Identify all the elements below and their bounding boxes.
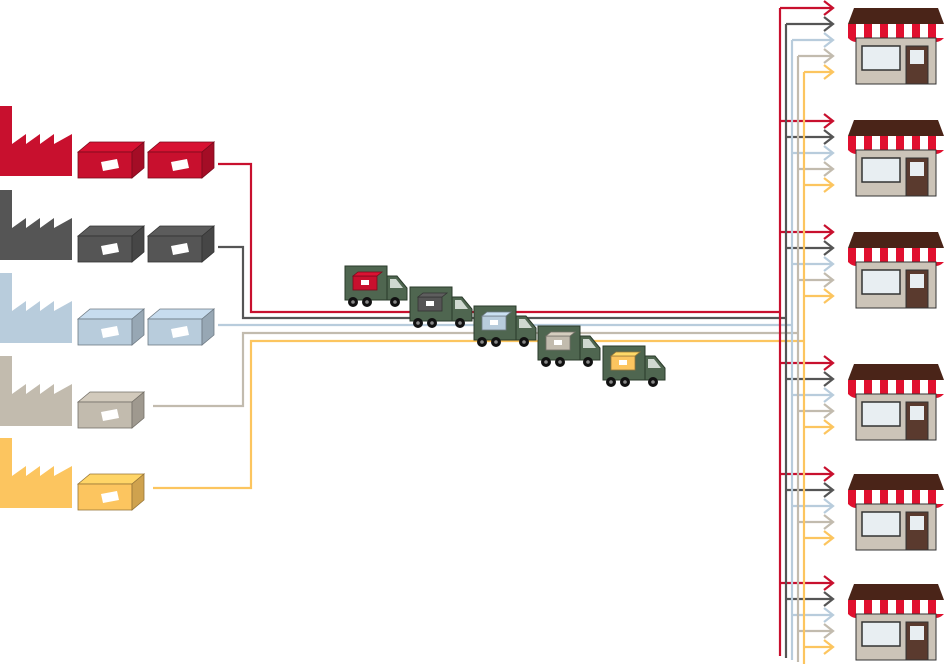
store-icon — [848, 474, 944, 551]
factory-icon — [0, 106, 72, 176]
factory-row — [0, 273, 216, 346]
arrow-icon — [823, 145, 835, 161]
factory-icon — [0, 190, 72, 260]
truck-icon — [537, 325, 601, 367]
factories — [0, 106, 216, 511]
arrow-icon — [823, 387, 835, 403]
truck-icon — [473, 305, 537, 347]
stores — [848, 8, 944, 661]
factory-icon — [0, 438, 72, 508]
flow-line — [218, 162, 780, 314]
arrow-icon — [823, 161, 835, 177]
truck-icon — [409, 286, 473, 328]
box-icon — [76, 308, 146, 346]
arrow-icon — [823, 514, 835, 530]
factory-row — [0, 106, 216, 179]
store-icon — [848, 120, 944, 197]
arrow-icon — [823, 403, 835, 419]
store-icon — [848, 8, 944, 85]
truck-icon — [344, 265, 408, 307]
arrow-icon — [823, 591, 835, 607]
arrow-icon — [823, 240, 835, 256]
box-icon — [146, 225, 216, 263]
arrow-icon — [823, 530, 835, 546]
arrow-icon — [823, 466, 835, 482]
factory-row — [0, 356, 146, 429]
arrow-icon — [823, 288, 835, 304]
factory-icon — [0, 273, 72, 343]
arrow-icon — [823, 224, 835, 240]
box-icon — [76, 225, 146, 263]
arrow-icon — [823, 575, 835, 591]
truck-icon — [602, 345, 666, 387]
arrow-icon — [823, 639, 835, 655]
store-icon — [848, 584, 944, 661]
arrow-icon — [823, 419, 835, 435]
arrow-icon — [823, 48, 835, 64]
factory-row — [0, 438, 146, 511]
arrow-icon — [823, 177, 835, 193]
arrow-icon — [823, 16, 835, 32]
arrow-icon — [823, 256, 835, 272]
arrow-icon — [823, 482, 835, 498]
box-icon — [76, 391, 146, 429]
factory-icon — [0, 356, 72, 426]
arrow-icon — [823, 129, 835, 145]
store-icon — [848, 364, 944, 441]
arrow-icon — [823, 64, 835, 80]
arrow-icon — [823, 32, 835, 48]
arrow-icon — [823, 371, 835, 387]
box-icon — [76, 473, 146, 511]
trucks — [344, 265, 666, 387]
store-icon — [848, 232, 944, 309]
flow-lines — [153, 0, 835, 664]
arrow-icon — [823, 113, 835, 129]
box-icon — [76, 141, 146, 179]
arrow-icon — [823, 355, 835, 371]
box-icon — [146, 308, 216, 346]
flow-line — [153, 331, 798, 408]
arrow-icon — [823, 607, 835, 623]
arrow-icon — [823, 498, 835, 514]
factory-row — [0, 190, 216, 263]
flow-line — [153, 339, 804, 490]
arrow-icon — [823, 272, 835, 288]
arrow-icon — [823, 623, 835, 639]
box-icon — [146, 141, 216, 179]
arrow-icon — [823, 0, 835, 16]
